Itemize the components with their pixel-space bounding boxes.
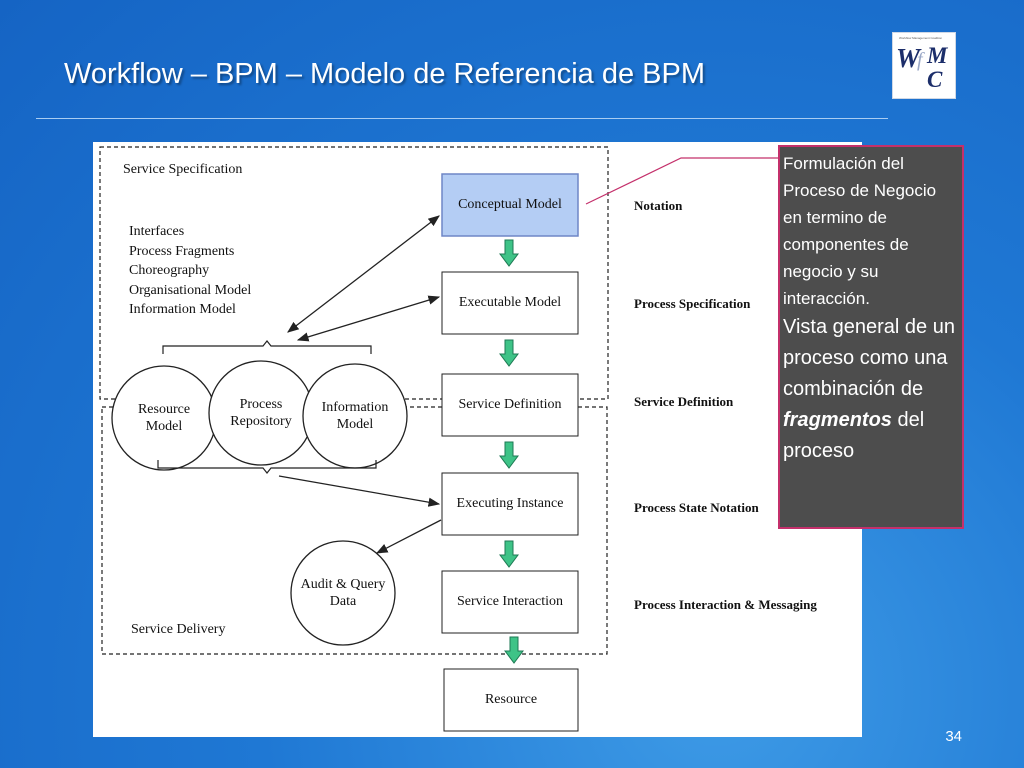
resource-box xyxy=(443,668,579,732)
executing-instance-label: Executing Instance xyxy=(456,496,564,511)
top-brace xyxy=(162,340,372,354)
page-number: 34 xyxy=(945,728,962,745)
process-specification-label: Process Specification xyxy=(634,296,751,311)
logo-letter-f: f xyxy=(917,49,923,71)
service-interaction-label: Service Interaction xyxy=(456,594,564,609)
audit-query-circle xyxy=(290,540,396,646)
service-specification-region xyxy=(99,146,609,400)
flow-arrow-5 xyxy=(504,636,524,664)
spec-items-list: Interfaces Process Fragments Choreograph… xyxy=(129,222,251,320)
diagram-shapes xyxy=(99,146,779,732)
service-specification-label: Service Specification xyxy=(123,162,243,177)
callout-connector xyxy=(585,157,779,205)
wfmc-logo: Workflow Management Coalition W f M C xyxy=(892,32,956,99)
resource-label: Resource xyxy=(484,692,538,707)
list-item: Process Fragments xyxy=(129,243,235,259)
callout-text-1: Formulación del Proceso de Negocio en te… xyxy=(783,154,937,308)
process-interaction-label: Process Interaction & Messaging xyxy=(634,597,817,612)
arrow-to-conceptual xyxy=(287,215,440,333)
slide-title: Workflow – BPM – Modelo de Referencia de… xyxy=(64,58,705,90)
arrow-to-executable xyxy=(296,295,441,342)
conceptual-model-label: Conceptual Model xyxy=(458,197,562,212)
list-item: Information Model xyxy=(129,302,236,317)
flow-arrow-1 xyxy=(499,239,519,267)
executable-model-box xyxy=(441,271,579,335)
logo-letter-m: M xyxy=(927,43,948,68)
list-item: Interfaces xyxy=(129,224,185,239)
executing-instance-box xyxy=(441,472,579,536)
arrow-to-executing xyxy=(278,475,441,507)
service-definition-label: Service Definition xyxy=(458,397,562,412)
process-state-notation-label: Process State Notation xyxy=(634,500,759,515)
service-definition-box xyxy=(441,373,579,437)
service-definition-right-label: Service Definition xyxy=(634,394,734,409)
callout-emphasis: fragmentos xyxy=(783,409,892,431)
list-item: Choreography xyxy=(129,263,210,278)
title-divider xyxy=(36,118,888,119)
service-interaction-box xyxy=(441,570,579,634)
service-delivery-label: Service Delivery xyxy=(131,622,226,637)
flow-arrow-2 xyxy=(499,339,519,367)
flow-arrow-3 xyxy=(499,441,519,469)
callout-text-2: Vista general de un proceso como una com… xyxy=(783,316,955,462)
logo-letter-c: C xyxy=(927,67,943,92)
bottom-brace xyxy=(157,460,377,474)
logo-caption: Workflow Management Coalition xyxy=(899,36,943,40)
notation-label: Notation xyxy=(634,198,683,213)
bpm-reference-diagram: Service Specification Interfaces Process… xyxy=(93,142,862,737)
logo-letter-w: W xyxy=(896,43,921,73)
flow-arrow-4 xyxy=(499,540,519,568)
callout-box: Formulación del Proceso de Negocio en te… xyxy=(778,145,964,529)
executable-model-label: Executable Model xyxy=(458,295,562,310)
list-item: Organisational Model xyxy=(129,282,252,298)
conceptual-model-box xyxy=(441,173,579,237)
arrow-to-audit xyxy=(375,519,442,554)
